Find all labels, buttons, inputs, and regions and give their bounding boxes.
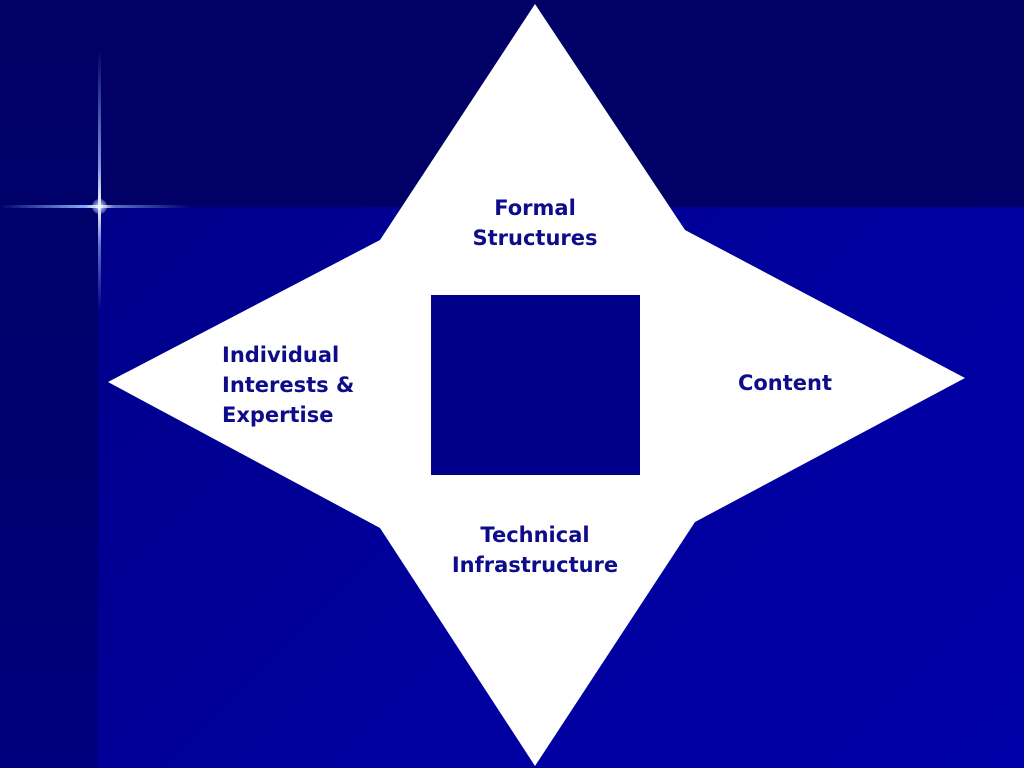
sparkle-vertical-ray xyxy=(98,50,101,310)
label-technical-infrastructure: Technical Infrastructure xyxy=(451,523,619,577)
center-square xyxy=(431,295,640,475)
background-left-strip xyxy=(0,0,98,768)
sparkle-icon xyxy=(92,199,107,214)
label-content: Content xyxy=(737,371,833,395)
label-individual-interests-expertise: Individual Interests & Expertise xyxy=(222,343,355,427)
label-formal-structures: Formal Structures xyxy=(472,196,598,250)
